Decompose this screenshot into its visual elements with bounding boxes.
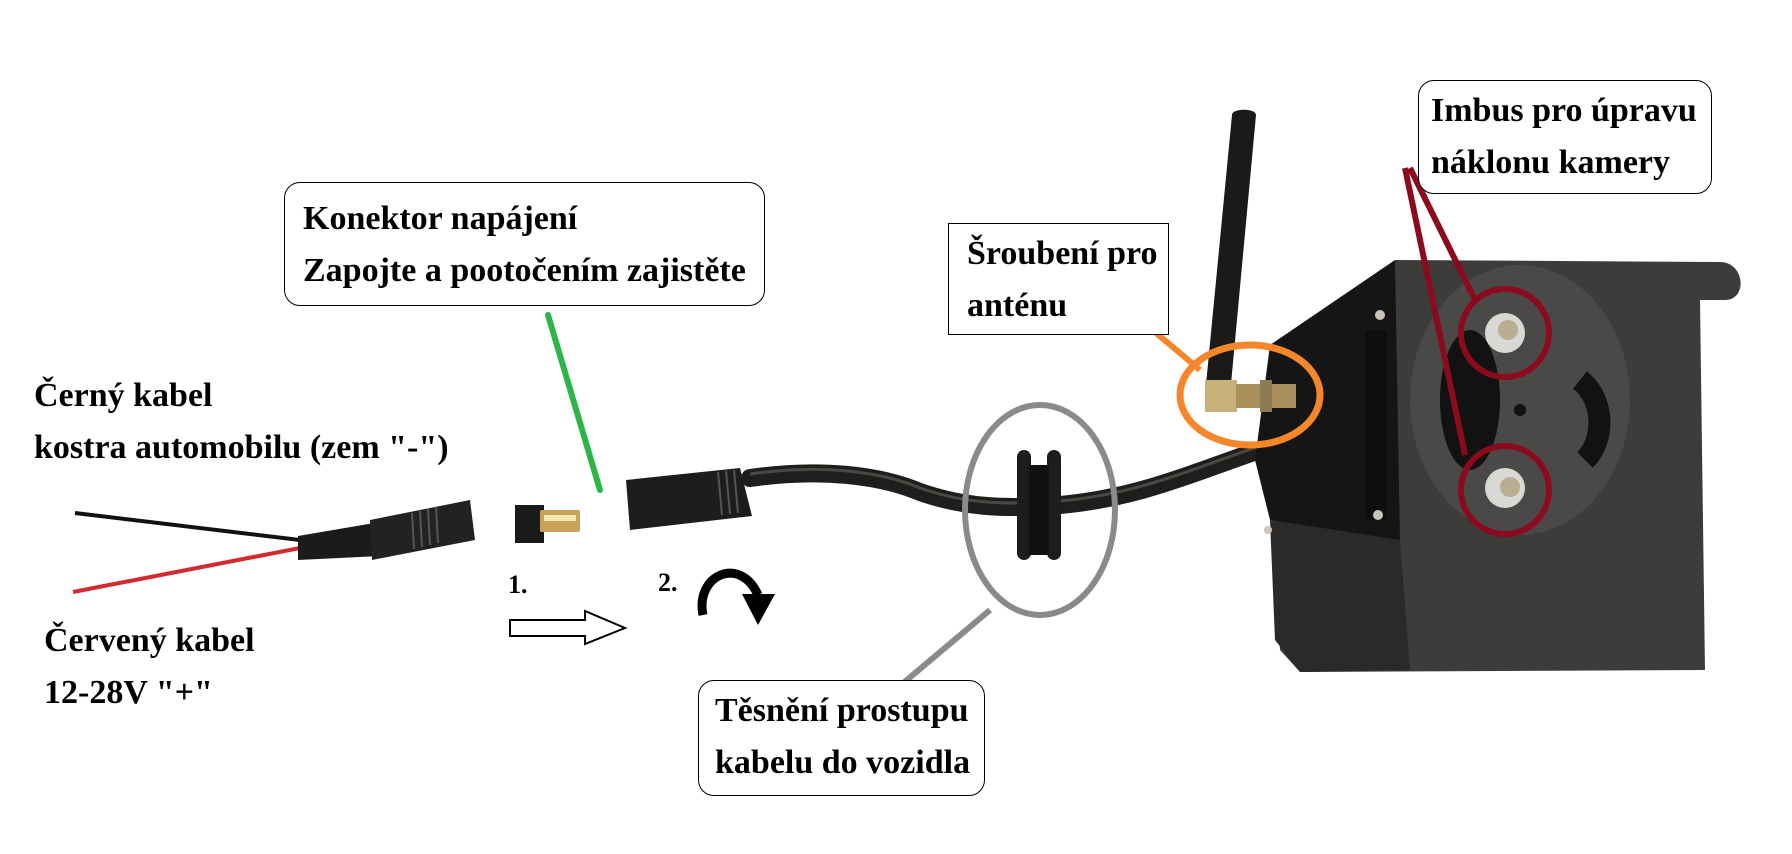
grommet-callout-line xyxy=(893,607,992,693)
connector-callout-line xyxy=(545,312,603,493)
red-wire xyxy=(72,546,301,594)
black-cable-description: kostra automobilu (zem "-") xyxy=(34,429,449,466)
tilt-callout-circle-top xyxy=(1458,286,1552,380)
red-cable-label: Červený kabel 12-28V "+" xyxy=(44,615,255,719)
black-cable-title: Černý kabel xyxy=(34,377,213,414)
power-connector-title: Konektor napájení xyxy=(303,200,578,237)
black-cable-label: Černý kabel kostra automobilu (zem "-") xyxy=(34,370,449,474)
antenna xyxy=(1205,109,1296,412)
grommet-callout-ellipse xyxy=(962,402,1118,618)
tilt-screws-callout: Imbus pro úpravu náklonu kamery xyxy=(1418,80,1712,194)
female-power-socket xyxy=(626,441,1269,530)
cable-grommet xyxy=(1017,450,1061,560)
antenna-mount-title: Šroubení pro xyxy=(967,235,1158,272)
tilt-screws-title: Imbus pro úpravu xyxy=(1431,92,1697,129)
tilt-callout-circle-bottom xyxy=(1458,443,1552,537)
camera-body xyxy=(1255,260,1741,672)
step-1-label: 1. xyxy=(508,570,528,599)
tilt-callout-line-bottom xyxy=(1402,167,1468,456)
male-power-plug xyxy=(298,500,580,560)
red-cable-title: Červený kabel xyxy=(44,622,255,659)
antenna-mount-subtitle: anténu xyxy=(967,287,1068,324)
rotate-clockwise-icon xyxy=(697,568,775,625)
tilt-callout-line-top xyxy=(1407,166,1478,302)
antenna-callout-ellipse xyxy=(1176,341,1324,449)
grommet-callout: Těsnění prostupu kabelu do vozidla xyxy=(698,680,986,796)
arrow-right-outline-icon xyxy=(509,609,628,646)
step-2-label: 2. xyxy=(658,568,678,597)
power-connector-callout: Konektor napájení Zapojte a pootočením z… xyxy=(284,182,765,306)
grommet-subtitle: kabelu do vozidla xyxy=(715,744,971,781)
red-cable-description: 12-28V "+" xyxy=(44,674,213,711)
tilt-screws-subtitle: náklonu kamery xyxy=(1431,144,1670,181)
antenna-mount-callout: Šroubení pro anténu xyxy=(948,223,1169,335)
grommet-title: Těsnění prostupu xyxy=(715,692,969,729)
black-wire xyxy=(74,511,301,542)
power-connector-instruction: Zapojte a pootočením zajistěte xyxy=(303,252,746,289)
